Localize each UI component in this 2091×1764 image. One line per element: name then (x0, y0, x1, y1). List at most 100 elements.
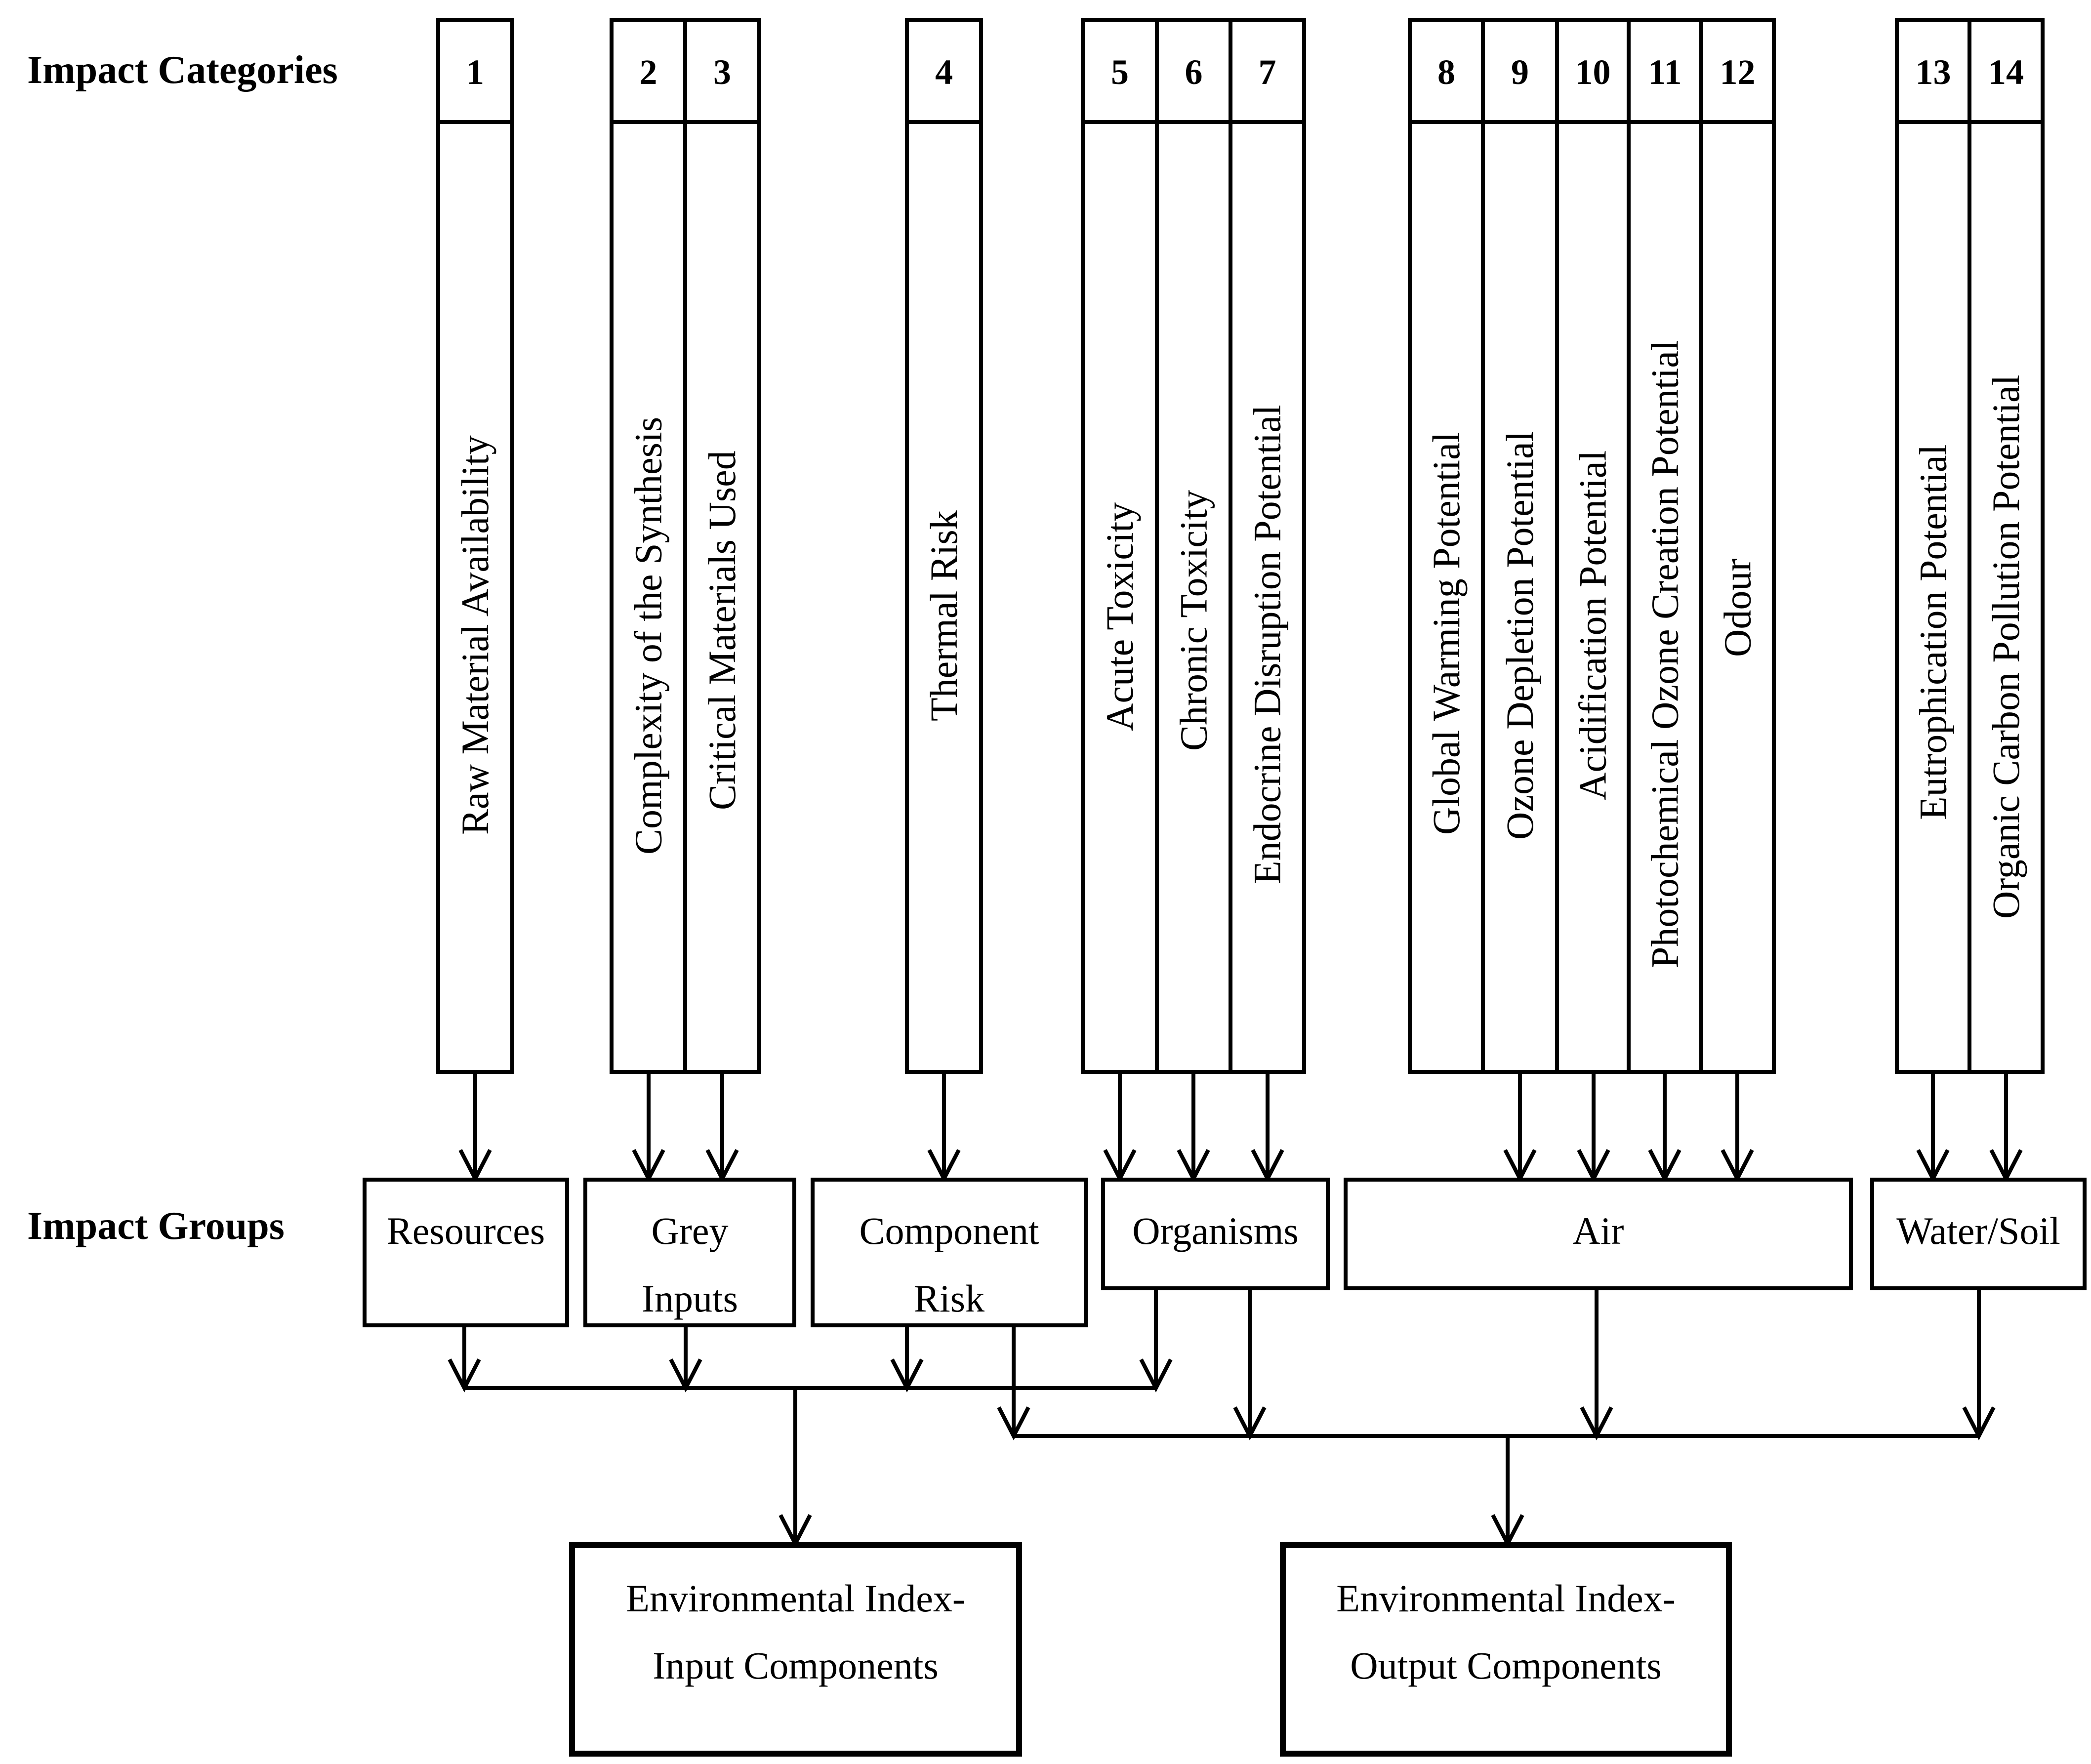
category-number: 10 (1575, 52, 1611, 92)
category-label: Odour (1716, 559, 1759, 657)
group-box (363, 1178, 569, 1327)
group-box (583, 1178, 796, 1327)
result-label-line2: Output Components (1350, 1644, 1662, 1687)
category-label: Endocrine Disruption Potential (1246, 405, 1289, 884)
group-water-soil: Water/Soil (1870, 1178, 2087, 1290)
group-organisms: Organisms (1101, 1178, 1330, 1290)
input-bus-to-result-arrow (779, 1388, 812, 1548)
category-14-arrow (1989, 1072, 2023, 1183)
category-number: 3 (713, 52, 731, 92)
impact-groups-label: Impact Groups (27, 1204, 285, 1248)
category-6-arrow (1177, 1072, 1210, 1183)
category-box (1968, 18, 2045, 1074)
category-number: 14 (1988, 52, 2024, 92)
water-soil-to-output-arrow (1962, 1288, 1996, 1440)
air-to-output-arrow (1580, 1288, 1613, 1440)
category-label: Acute Toxicity (1098, 502, 1141, 731)
organisms-to-input-arrow (1139, 1288, 1173, 1393)
category-13-arrow (1916, 1072, 1950, 1183)
category-9-arrow (1503, 1072, 1537, 1183)
group-box (811, 1178, 1088, 1327)
category-7-arrow (1251, 1072, 1284, 1183)
category-11-arrow (1648, 1072, 1681, 1183)
category-number: 13 (1916, 52, 1951, 92)
category-label: Thermal Risk (922, 510, 965, 721)
group-label: Component (860, 1209, 1039, 1252)
group-box (1344, 1178, 1853, 1290)
group-air: Air (1344, 1178, 1853, 1290)
group-label-line2: Inputs (642, 1277, 738, 1320)
category-box (1699, 18, 1776, 1074)
group-box (1101, 1178, 1330, 1290)
category-label: Photochemical Ozone Creation Potential (1643, 340, 1686, 969)
category-label: Raw Material Availability (453, 435, 496, 835)
group-label-line2: Risk (914, 1277, 984, 1320)
group-label: Organisms (1132, 1209, 1299, 1252)
grey-inputs-to-input-arrow (669, 1325, 702, 1393)
category-label: Acidification Potential (1571, 451, 1614, 800)
result-input-components: Environmental Index- Input Components (569, 1542, 1022, 1757)
result-label-line2: Input Components (653, 1644, 939, 1687)
result-output-components: Environmental Index- Output Components (1280, 1542, 1732, 1757)
category-12-arrow (1721, 1072, 1754, 1183)
group-box (1870, 1178, 2087, 1290)
category-number: 11 (1648, 52, 1681, 92)
category-number: 5 (1111, 52, 1129, 92)
result-label: Environmental Index- (1336, 1577, 1676, 1620)
result-box (1280, 1542, 1732, 1757)
category-label: Global Warming Potential (1425, 432, 1468, 835)
category-label: Eutrophication Potential (1912, 445, 1955, 820)
output-bus-to-result-arrow (1491, 1436, 1524, 1548)
component-risk-to-output-arrow (997, 1325, 1030, 1440)
organisms-to-output-arrow (1233, 1288, 1267, 1440)
category-number: 7 (1259, 52, 1276, 92)
category-4-arrow (927, 1072, 961, 1183)
category-box (1229, 18, 1306, 1074)
impact-categories-label: Impact Categories (27, 48, 338, 92)
category-number: 12 (1720, 52, 1756, 92)
category-5-arrow (1103, 1072, 1137, 1183)
group-label: Resources (387, 1209, 545, 1252)
connectors (448, 1072, 2023, 1548)
category-box (436, 18, 514, 1074)
group-label: Grey (652, 1209, 729, 1252)
environmental-indices: Environmental Index-Input ComponentsEnvi… (569, 1542, 1732, 1757)
category-label: Critical Materials Used (700, 451, 743, 810)
category-2-arrow (632, 1072, 665, 1183)
category-3-arrow (705, 1072, 739, 1183)
category-number: 9 (1511, 52, 1529, 92)
group-label: Water/Soil (1896, 1209, 2060, 1252)
resources-to-input-arrow (448, 1325, 481, 1393)
component-risk-to-input-arrow (890, 1325, 924, 1393)
result-label: Environmental Index- (626, 1577, 965, 1620)
category-1-arrow (458, 1072, 492, 1183)
category-label: Ozone Depletion Potential (1498, 431, 1541, 840)
category-label: Organic Carbon Pollution Potential (1984, 375, 2027, 919)
category-box (683, 18, 761, 1074)
category-number: 4 (935, 52, 953, 92)
category-label: Chronic Toxicity (1172, 490, 1215, 751)
category-number: 8 (1437, 52, 1455, 92)
group-label: Air (1573, 1209, 1624, 1252)
category-box (610, 18, 687, 1074)
category-number: 2 (640, 52, 657, 92)
category-number: 6 (1185, 52, 1203, 92)
result-box (569, 1542, 1022, 1757)
